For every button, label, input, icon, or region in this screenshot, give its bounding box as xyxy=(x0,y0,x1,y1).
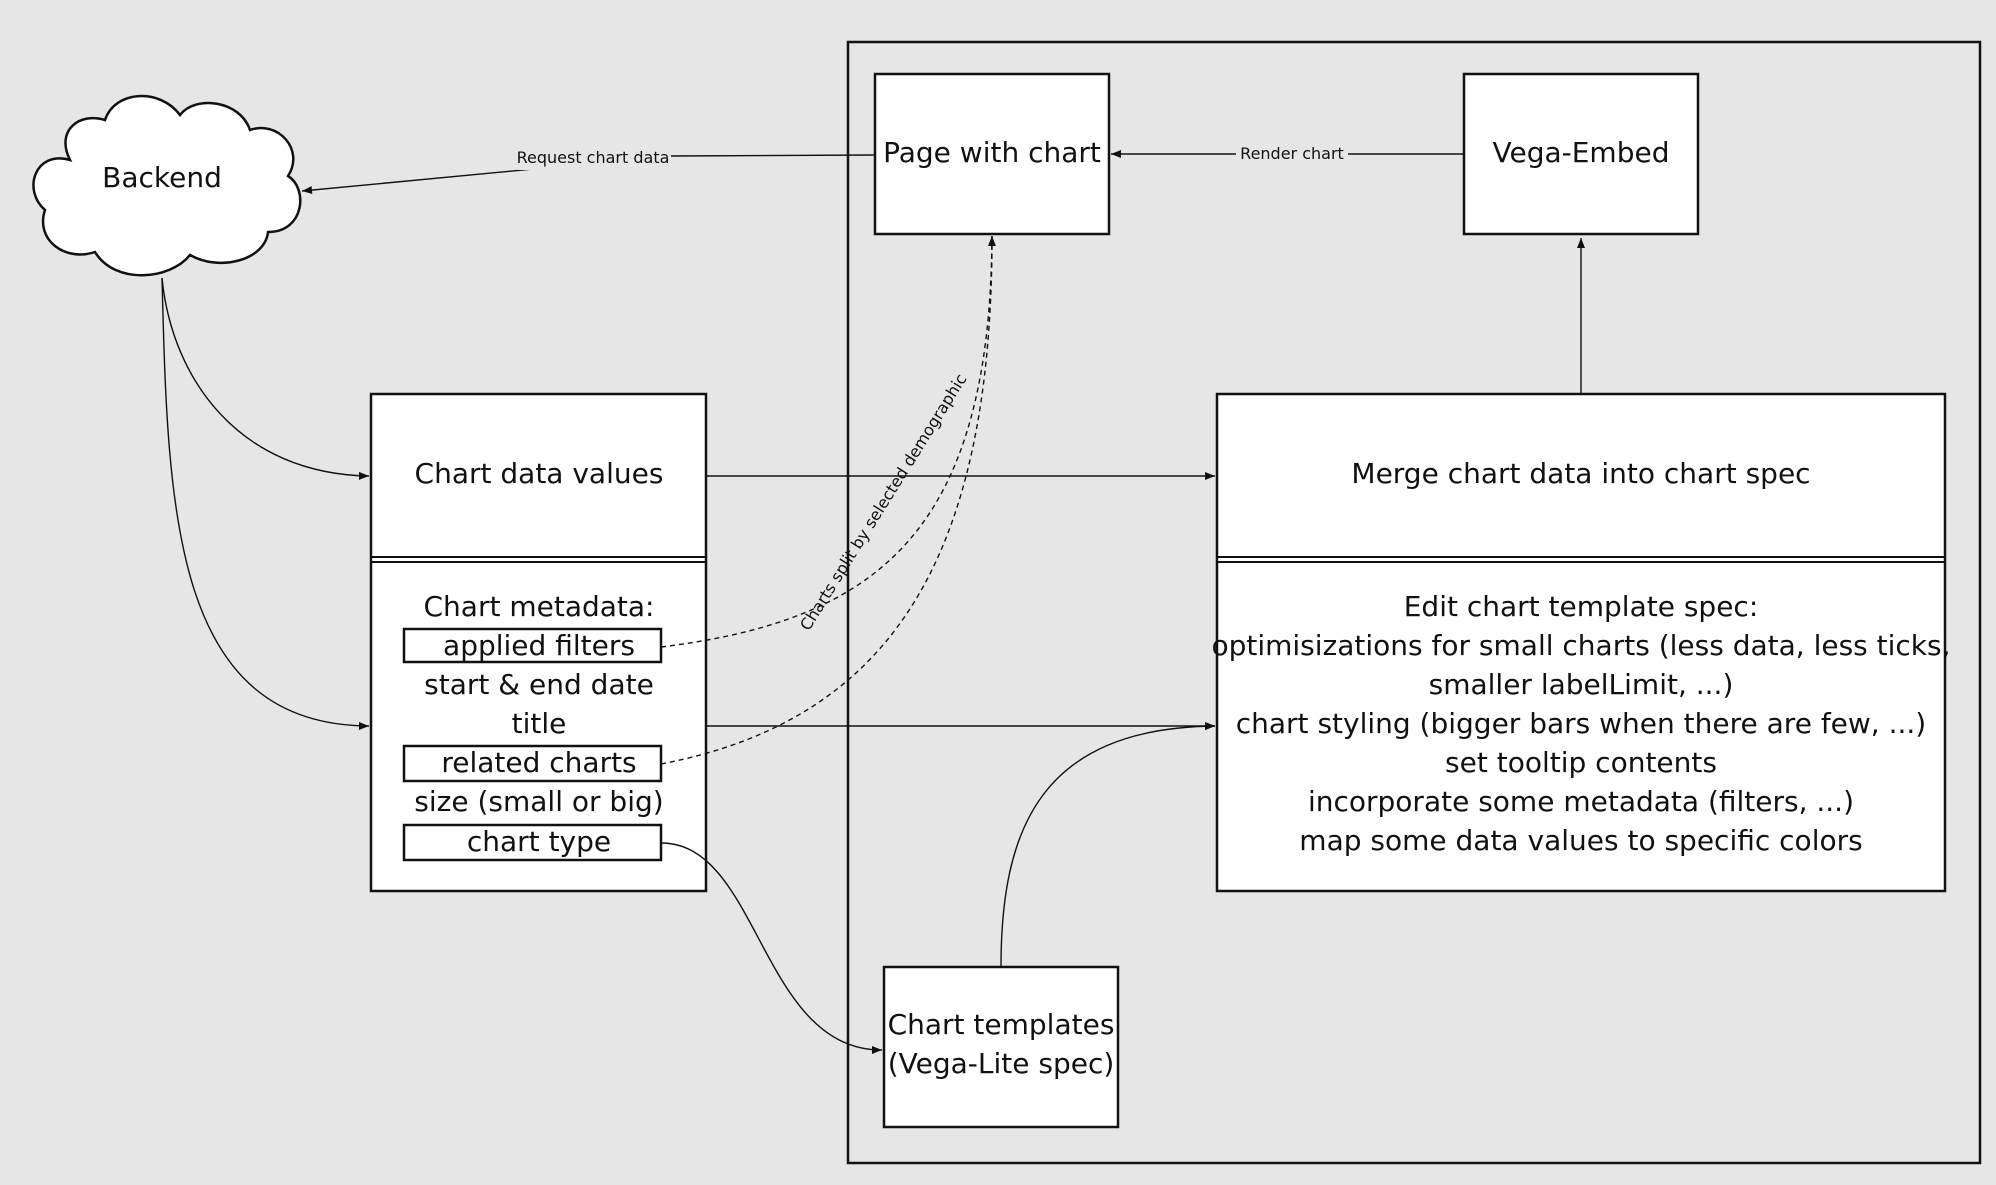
page-with-chart-label: Page with chart xyxy=(883,136,1101,169)
edge-related-charts-to-page xyxy=(660,235,993,765)
edit-spec-heading: Edit chart template spec: xyxy=(1404,590,1759,623)
chart-data-node[interactable]: Chart data values Chart metadata: applie… xyxy=(369,392,708,893)
metadata-item-start-end-date: start & end date xyxy=(424,668,654,701)
edge-templates-to-edit-spec xyxy=(1000,722,1216,968)
related-charts-box xyxy=(402,744,663,783)
frontend-boundary xyxy=(846,40,1982,1165)
applied-filters-box xyxy=(402,627,663,664)
chart-type-box xyxy=(402,823,663,862)
edge-applied-filters-to-page xyxy=(660,235,996,648)
backend-node[interactable]: Backend xyxy=(32,94,302,277)
page-with-chart-node[interactable]: Page with chart xyxy=(873,72,1111,236)
edit-spec-line-3: chart styling (bigger bars when there ar… xyxy=(1236,707,1926,740)
metadata-item-applied-filters: applied filters xyxy=(443,629,635,662)
edit-spec-line-4: set tooltip contents xyxy=(1445,746,1717,779)
edge-backend-to-data-values xyxy=(161,277,370,480)
edge-backend-to-metadata xyxy=(161,277,370,730)
merge-label: Merge chart data into chart spec xyxy=(1351,457,1810,490)
edit-spec-line-1: optimisizations for small charts (less d… xyxy=(1211,629,1950,662)
charts-split-label: Charts split by selected demographic xyxy=(796,370,971,634)
edge-chart-type-to-templates xyxy=(660,842,883,1054)
vega-embed-node[interactable]: Vega-Embed xyxy=(1462,72,1700,236)
metadata-item-size: size (small or big) xyxy=(414,785,663,818)
chart-templates-label-2: (Vega-Lite spec) xyxy=(888,1047,1115,1080)
render-chart-label: Render chart xyxy=(1240,144,1344,163)
chart-metadata-heading: Chart metadata: xyxy=(424,590,655,623)
vega-embed-label: Vega-Embed xyxy=(1493,136,1670,169)
chart-templates-label-1: Chart templates xyxy=(888,1008,1115,1041)
edit-spec-line-5: incorporate some metadata (filters, ...) xyxy=(1308,785,1854,818)
edit-spec-line-2: smaller labelLimit, ...) xyxy=(1429,668,1734,701)
merge-spec-node[interactable]: Merge chart data into chart spec Edit ch… xyxy=(1211,392,1951,893)
chart-data-values-label: Chart data values xyxy=(415,457,664,490)
cloud-icon xyxy=(32,94,302,277)
backend-label: Backend xyxy=(102,161,222,194)
edit-spec-line-6: map some data values to specific colors xyxy=(1299,824,1862,857)
request-chart-data-label: Request chart data xyxy=(517,148,670,167)
metadata-item-title: title xyxy=(512,707,567,740)
chart-templates-node[interactable]: Chart templates (Vega-Lite spec) xyxy=(882,965,1120,1129)
metadata-item-related-charts: related charts xyxy=(441,746,636,779)
metadata-item-chart-type: chart type xyxy=(467,825,611,858)
